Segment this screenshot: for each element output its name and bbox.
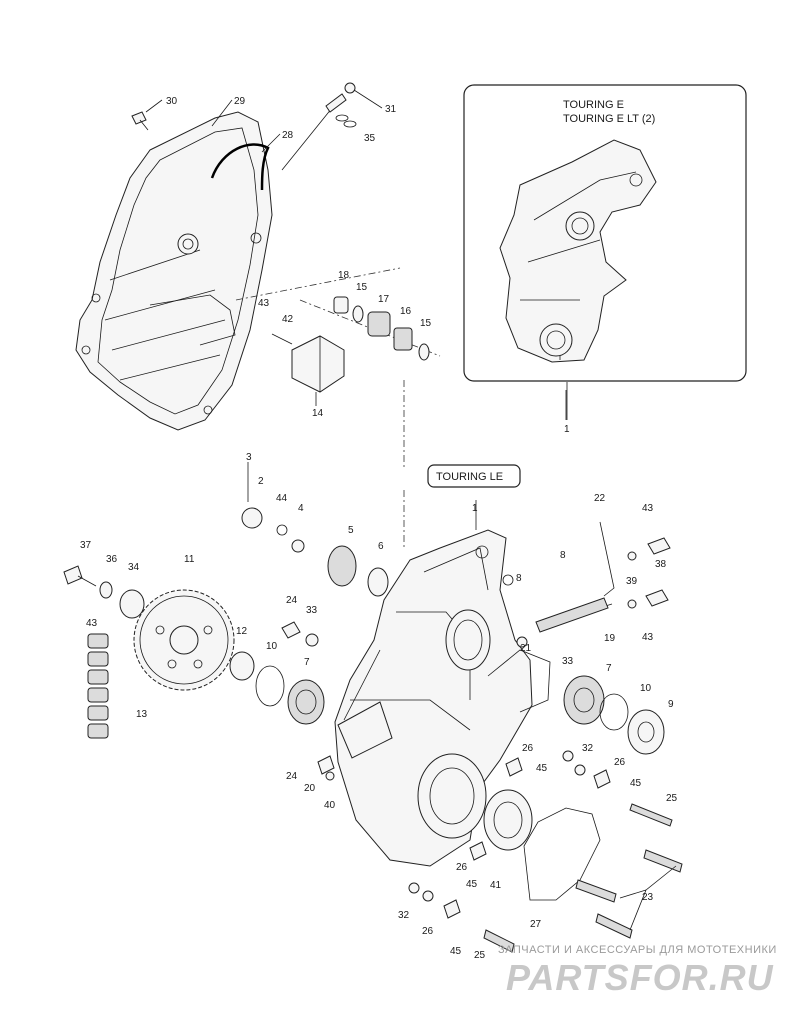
callout-36: 36 xyxy=(106,554,118,565)
callout-24a: 24 xyxy=(286,595,298,606)
callout-5: 5 xyxy=(348,525,354,536)
callout-43b: 43 xyxy=(642,503,654,514)
variant-inset-box xyxy=(463,84,747,382)
cover-bolt xyxy=(131,111,149,131)
callout-1-main: 1 xyxy=(472,503,478,514)
callout-labels: 30 29 28 31 35 18 15 17 16 15 43 42 14 3… xyxy=(80,96,678,961)
right-bearing-parts xyxy=(562,675,665,789)
callout-43a: 43 xyxy=(258,298,270,309)
callout-45a: 45 xyxy=(536,763,548,774)
callout-45c: 45 xyxy=(466,879,478,890)
callout-7a: 7 xyxy=(304,657,310,668)
callout-8b: 8 xyxy=(516,573,522,584)
main-chaincase xyxy=(334,529,551,867)
callout-28: 28 xyxy=(282,130,294,141)
inset-variant-line2: TOURING E LT (2) xyxy=(563,113,655,125)
callout-39: 39 xyxy=(626,576,638,587)
callout-2: 2 xyxy=(258,476,264,487)
callout-26d: 26 xyxy=(422,926,434,937)
callout-26a: 26 xyxy=(522,743,534,754)
callout-21: 21 xyxy=(520,643,532,654)
callout-18: 18 xyxy=(338,270,350,281)
callout-35: 35 xyxy=(364,133,376,144)
tensioner-block xyxy=(271,333,345,393)
callout-4: 4 xyxy=(298,503,304,514)
callout-8a: 8 xyxy=(560,550,566,561)
callout-42: 42 xyxy=(282,314,294,325)
callout-45b: 45 xyxy=(630,778,642,789)
callout-12: 12 xyxy=(236,626,248,637)
tensioner-shaft-parts xyxy=(235,267,441,361)
inset-variant-line1: TOURING E xyxy=(563,99,624,111)
callout-31: 31 xyxy=(385,104,397,115)
callout-26c: 26 xyxy=(456,862,468,873)
callout-33b: 33 xyxy=(562,656,574,667)
callout-7b: 7 xyxy=(606,663,612,674)
tensioner-adjuster xyxy=(516,521,671,648)
callout-33a: 33 xyxy=(306,605,318,616)
inset-callout: 1 xyxy=(564,424,570,435)
chain-13 xyxy=(87,633,109,739)
left-shaft-parts xyxy=(63,565,325,725)
leader-lines xyxy=(145,89,677,931)
callout-26b: 26 xyxy=(614,757,626,768)
callout-10a: 10 xyxy=(266,641,278,652)
breather-hose xyxy=(210,143,270,191)
chaincase-cover xyxy=(75,111,273,431)
callout-29: 29 xyxy=(234,96,246,107)
watermark-tagline: ЗАПЧАСТИ И АКСЕССУАРЫ ДЛЯ МОТОТЕХНИКИ xyxy=(498,944,777,956)
callout-30: 30 xyxy=(166,96,178,107)
callout-15b: 15 xyxy=(420,318,432,329)
bottom-cover-parts xyxy=(317,755,601,919)
variant-badge-text: TOURING LE xyxy=(436,471,503,483)
callout-10b: 10 xyxy=(640,683,652,694)
callout-23: 23 xyxy=(642,892,654,903)
sprocket-11 xyxy=(133,589,235,691)
callout-19: 19 xyxy=(604,633,616,644)
bottom-bolts xyxy=(483,803,683,953)
callout-27: 27 xyxy=(530,919,542,930)
callout-9: 9 xyxy=(668,699,674,710)
callout-15a: 15 xyxy=(356,282,368,293)
callout-25b: 25 xyxy=(474,950,486,961)
callout-38: 38 xyxy=(655,559,667,570)
callout-14: 14 xyxy=(312,408,324,419)
callout-20: 20 xyxy=(304,783,316,794)
dipstick xyxy=(281,82,357,171)
callout-37: 37 xyxy=(80,540,92,551)
callout-43c: 43 xyxy=(642,632,654,643)
callout-13: 13 xyxy=(136,709,148,720)
variant-badge-frame xyxy=(427,464,521,488)
callout-22: 22 xyxy=(594,493,606,504)
callout-45d: 45 xyxy=(450,946,462,957)
callout-40: 40 xyxy=(324,800,336,811)
callout-41: 41 xyxy=(490,880,502,891)
callout-17: 17 xyxy=(378,294,390,305)
callout-16: 16 xyxy=(400,306,412,317)
callout-3: 3 xyxy=(246,452,252,463)
watermark-logo: PARTSFOR.RU xyxy=(506,957,774,998)
callout-6: 6 xyxy=(378,541,384,552)
pinion-gear-parts xyxy=(241,462,389,597)
callout-34: 34 xyxy=(128,562,140,573)
callout-11: 11 xyxy=(184,554,195,565)
callout-24b: 24 xyxy=(286,771,298,782)
callout-25a: 25 xyxy=(666,793,678,804)
callout-43d: 43 xyxy=(86,618,98,629)
inset-chaincase xyxy=(499,139,657,363)
callout-32b: 32 xyxy=(398,910,410,921)
callout-44: 44 xyxy=(276,493,288,504)
callout-32a: 32 xyxy=(582,743,594,754)
